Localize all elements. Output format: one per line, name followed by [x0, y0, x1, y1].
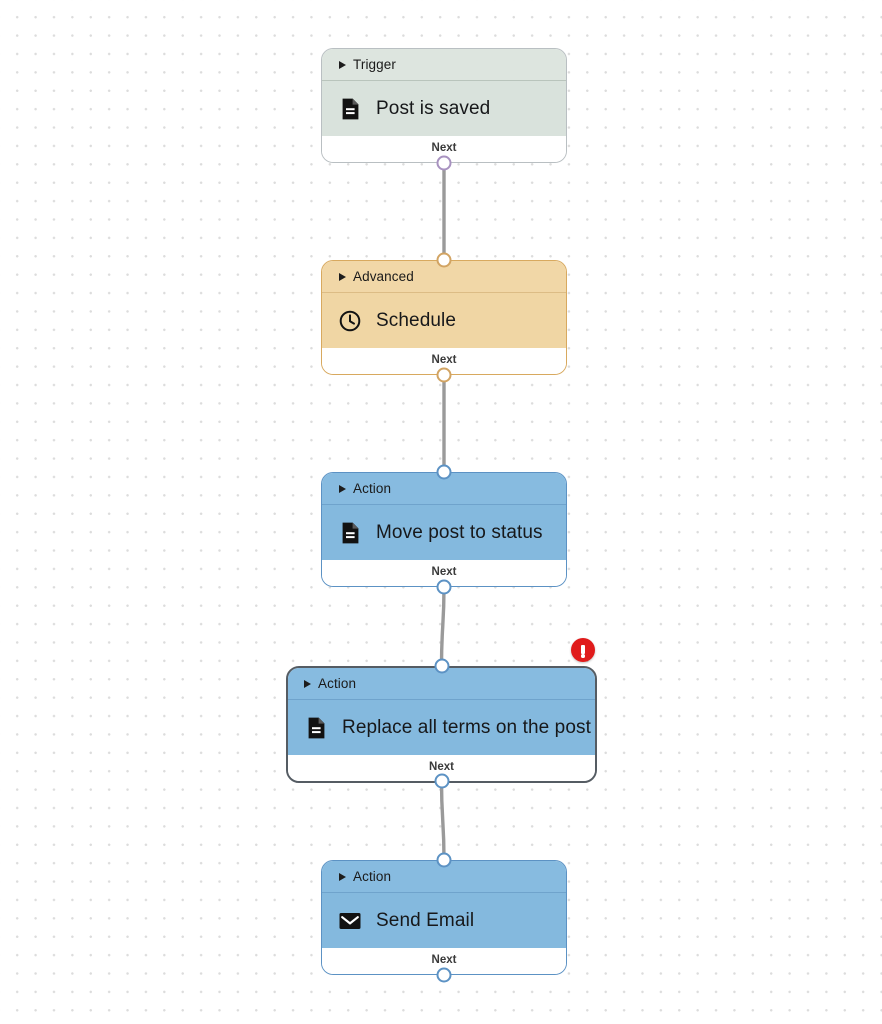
node-input-port[interactable] [436, 464, 452, 480]
node-title: Send Email [376, 910, 475, 931]
error-exclamation-icon[interactable] [571, 638, 595, 662]
node-output-port[interactable] [434, 773, 449, 789]
node-body[interactable]: Replace all terms on the post [288, 700, 595, 755]
node-output-port[interactable] [436, 155, 452, 170]
connector-line [439, 584, 446, 668]
node-input-port[interactable] [436, 852, 452, 868]
envelope-icon [339, 912, 361, 929]
expand-caret-icon[interactable] [339, 872, 346, 881]
expand-caret-icon[interactable] [339, 484, 346, 493]
next-label: Next [431, 954, 457, 967]
node-output-port[interactable] [436, 579, 452, 594]
document-icon [342, 98, 359, 119]
expand-caret-icon[interactable] [339, 272, 346, 281]
node-type-label: Action [353, 480, 392, 496]
expand-caret-icon[interactable] [304, 679, 311, 688]
node-body[interactable]: Post is saved [322, 81, 566, 136]
node-type-label: Action [353, 868, 392, 884]
node-header[interactable]: Trigger [322, 49, 566, 81]
node-header[interactable]: Action [288, 668, 595, 700]
node-title: Schedule [376, 310, 457, 331]
error-bang [581, 645, 585, 654]
node-input-port[interactable] [436, 252, 452, 268]
expand-caret-icon[interactable] [339, 60, 346, 69]
clock-icon [339, 310, 361, 331]
node-title: Replace all terms on the post [342, 717, 591, 738]
node-title: Move post to status [376, 522, 543, 543]
document-icon [308, 717, 325, 738]
document-icon [342, 522, 359, 543]
node-output-port[interactable] [436, 367, 452, 382]
connector-line [439, 779, 446, 862]
node-type-label: Advanced [353, 268, 414, 284]
node-input-port[interactable] [434, 658, 449, 674]
next-label: Next [431, 566, 457, 579]
node-body[interactable]: Move post to status [322, 505, 566, 560]
next-label: Next [429, 761, 454, 774]
error-dot [581, 653, 585, 658]
node-type-label: Action [318, 675, 357, 691]
node-header[interactable]: Action [322, 473, 566, 505]
next-label: Next [431, 142, 457, 155]
node-title: Post is saved [376, 98, 491, 119]
node-body[interactable]: Schedule [322, 293, 566, 348]
next-label: Next [431, 354, 457, 367]
node-output-port[interactable] [436, 967, 452, 982]
node-body[interactable]: Send Email [322, 893, 566, 948]
node-type-label: Trigger [353, 56, 396, 72]
